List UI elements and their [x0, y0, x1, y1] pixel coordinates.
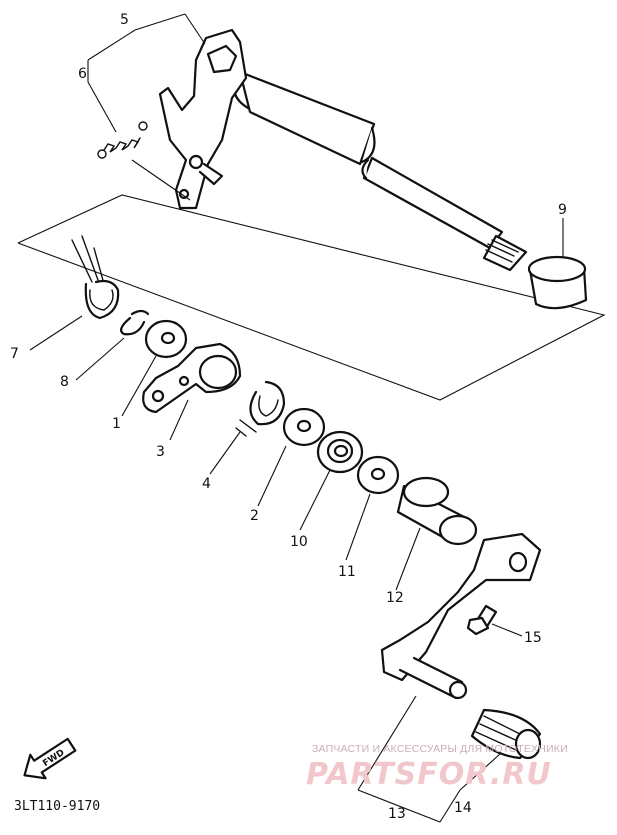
callout-13: 13	[388, 806, 406, 822]
callout-10: 10	[290, 534, 308, 550]
stopper-lever-3	[142, 342, 242, 414]
callout-3: 3	[156, 444, 165, 460]
callout-1: 1	[112, 416, 121, 432]
washer-1	[144, 319, 188, 359]
torsion-spring-7	[71, 235, 120, 320]
circlip-8	[120, 309, 150, 336]
bushing-9	[527, 255, 588, 310]
callout-4: 4	[202, 476, 211, 492]
callout-14: 14	[454, 800, 472, 816]
callout-2: 2	[250, 508, 259, 524]
return-spring-6	[97, 121, 148, 159]
bushing-12	[396, 476, 478, 546]
oil-seal-10	[316, 430, 364, 474]
pedal-rubber-14	[470, 708, 542, 760]
shift-shaft	[158, 28, 528, 272]
assembly-boundary	[17, 194, 606, 401]
drawing-code: 3LT110-9170	[14, 799, 100, 814]
callout-6: 6	[78, 66, 87, 82]
torsion-spring-4	[235, 380, 286, 437]
watermark: ЗАПЧАСТИ И АКСЕССУАРЫ ДЛЯ МОТОТЕХНИКИ PA…	[306, 743, 568, 792]
callout-11: 11	[338, 564, 356, 580]
callout-7: 7	[10, 346, 19, 362]
leader-lines	[29, 13, 564, 823]
shift-pedal-13	[380, 532, 542, 700]
callout-15: 15	[524, 630, 542, 646]
callout-5: 5	[120, 12, 129, 28]
forward-arrow: FWD	[23, 737, 77, 780]
callout-9: 9	[558, 202, 567, 218]
watermark-brand: PARTSFOR.RU	[306, 757, 552, 792]
washer-11	[356, 455, 400, 495]
callout-labels: 5 6 9 7 8 1 3 4 2 10 11 12 15 13 14	[10, 12, 567, 822]
watermark-caption: ЗАПЧАСТИ И АКСЕССУАРЫ ДЛЯ МОТОТЕХНИКИ	[312, 743, 568, 755]
callout-8: 8	[60, 374, 69, 390]
callout-12: 12	[386, 590, 404, 606]
bolt-15	[466, 604, 498, 636]
washer-2	[282, 407, 326, 447]
